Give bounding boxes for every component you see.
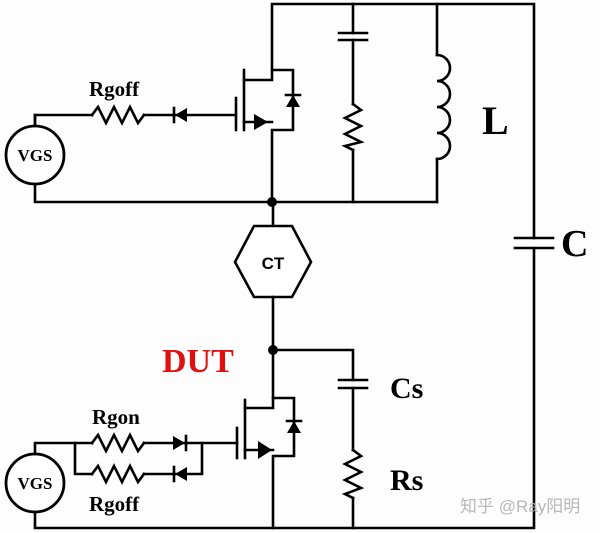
inductor-label: L <box>482 98 509 143</box>
upper-rgoff-label: Rgoff <box>89 77 140 101</box>
top-bus-wire <box>270 2 536 240</box>
current-transformer-label: CT <box>262 254 285 273</box>
lower-diode-off <box>172 465 187 483</box>
lower-diode-on <box>173 434 188 452</box>
upper-gate-diode <box>172 106 187 124</box>
watermark: 知乎 @Ray阳明 <box>460 497 580 516</box>
bus-capacitor <box>513 236 555 250</box>
snubber-branch <box>271 348 369 530</box>
snubber-capacitor-label: Cs <box>390 372 423 405</box>
load-rc-branch <box>337 2 369 204</box>
inductor <box>435 2 452 204</box>
upper-node-wire <box>33 181 439 204</box>
upper-gate-path <box>33 113 94 129</box>
lower-vgs-label: VGS <box>18 474 53 493</box>
lower-vgs-source <box>4 452 66 514</box>
mosfet-high-side <box>234 68 302 204</box>
snubber-resistor-label: Rs <box>390 464 423 497</box>
mosfet-dut <box>235 348 303 530</box>
lower-rgoff-resistor <box>90 463 146 485</box>
bus-capacitor-label: C <box>561 223 588 265</box>
lower-rgoff-label: Rgoff <box>89 492 140 516</box>
upper-vgs-source <box>4 124 66 186</box>
body-diode-icon <box>286 95 300 107</box>
dut-label: DUT <box>162 343 234 380</box>
lower-rgon-label: Rgon <box>92 405 140 429</box>
current-transformer <box>233 224 313 299</box>
upper-rgoff-resistor <box>90 104 146 126</box>
upper-vgs-label: VGS <box>18 146 53 165</box>
lower-rgon-resistor <box>90 432 146 454</box>
dut-body-diode-icon <box>287 421 301 433</box>
